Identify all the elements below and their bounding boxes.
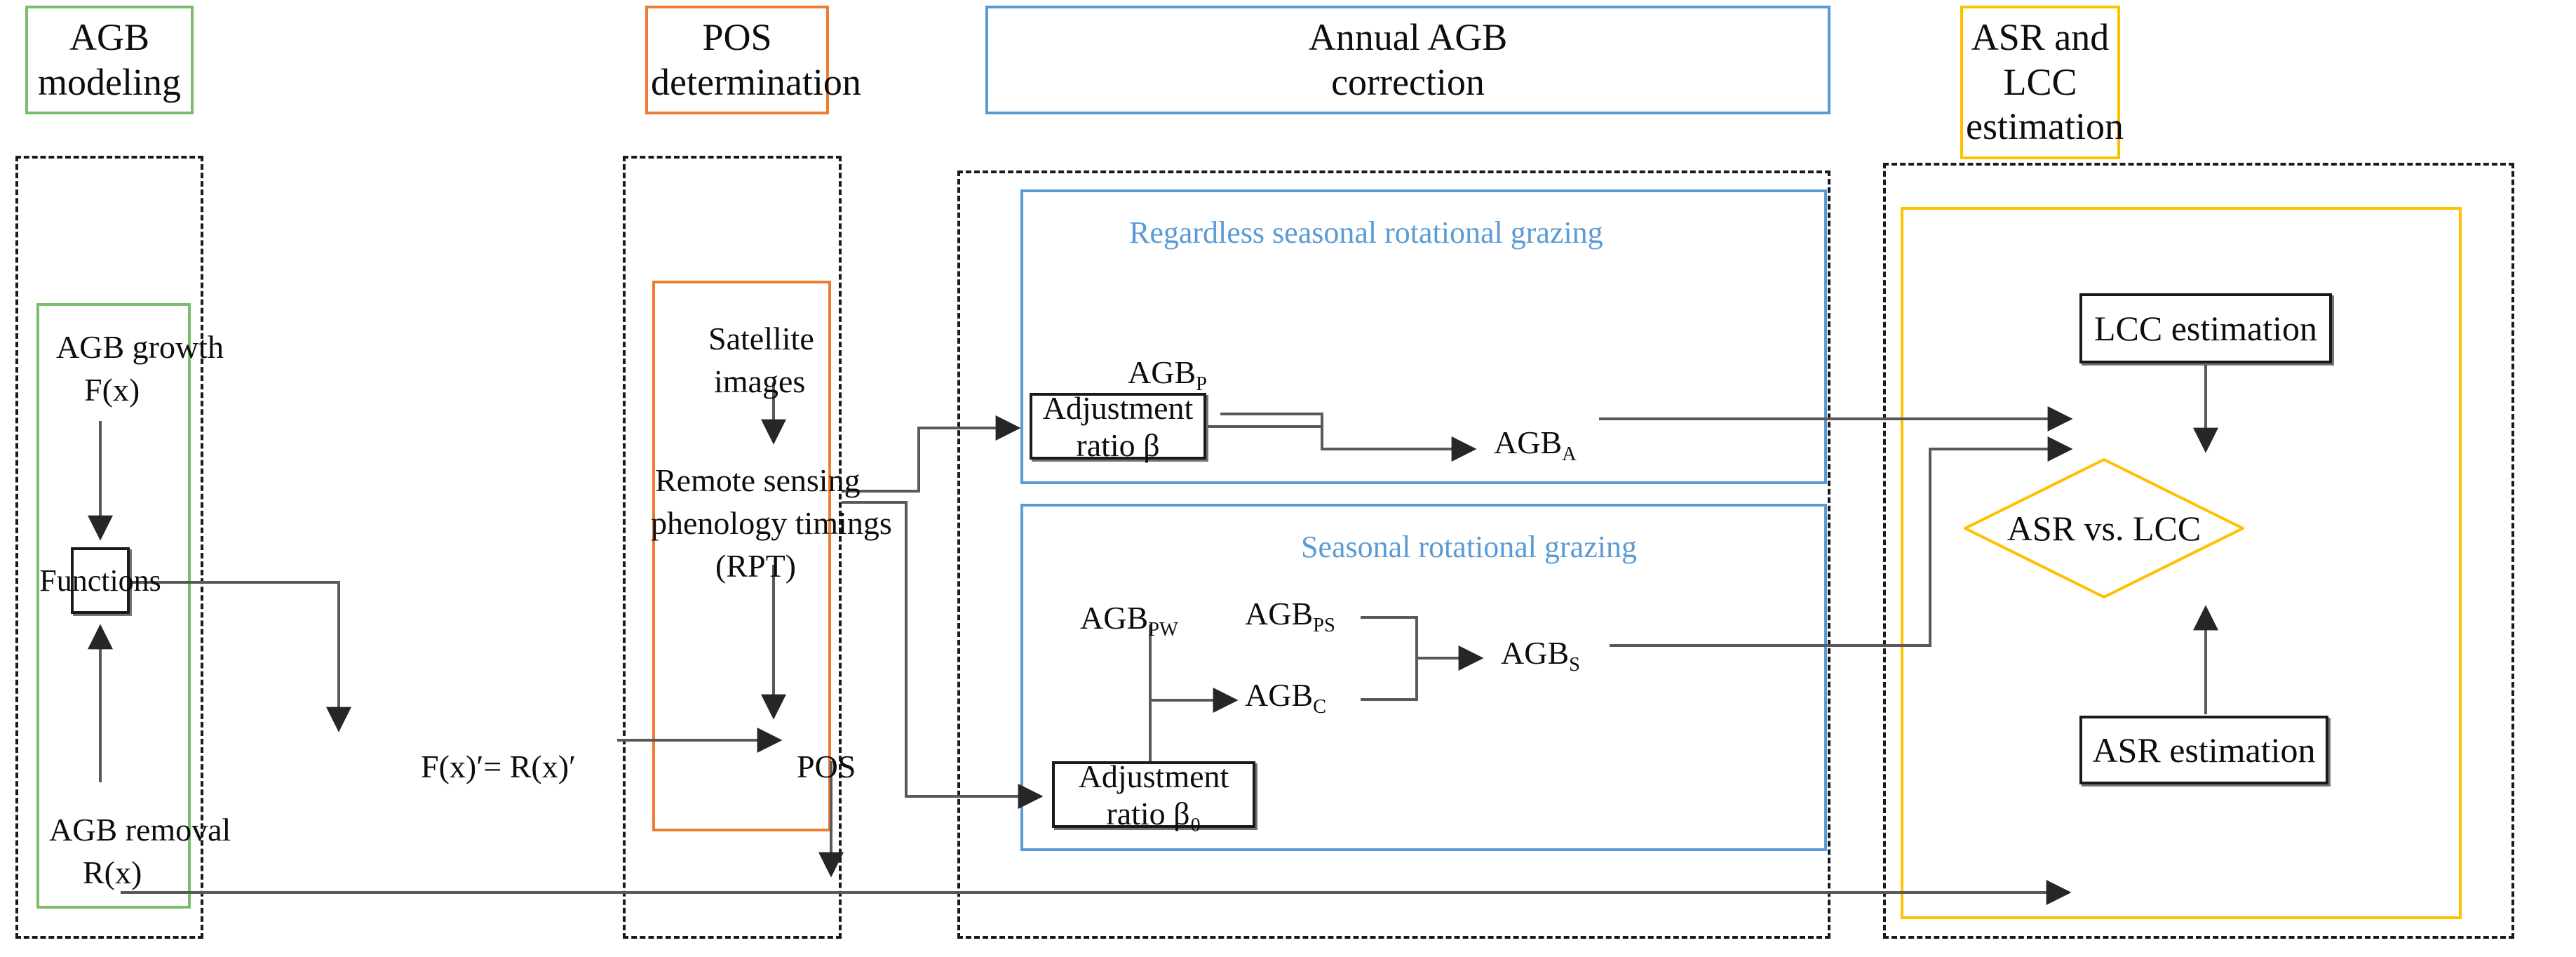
header-line: Annual AGB xyxy=(1308,16,1508,58)
label-agb-pw: AGBPW xyxy=(1080,600,1178,641)
box-adjustment-ratio-beta0[interactable]: Adjustment ratio β₀ xyxy=(1052,758,1255,831)
label-remote-sensing: Remote sensing xyxy=(655,462,861,498)
label-satellite: Satellite xyxy=(708,321,814,356)
label-fx-eq-rx: F(x)′= R(x)′ xyxy=(421,749,576,784)
label-agb-ps: AGBPS xyxy=(1245,596,1335,637)
box-functions[interactable]: Functions xyxy=(39,547,161,614)
diamond-asr-vs-lcc: ASR vs. LCC xyxy=(1962,457,2246,599)
header-line: modeling xyxy=(38,60,181,103)
subscript: PS xyxy=(1313,615,1335,637)
label-agb-c: AGBC xyxy=(1245,677,1327,718)
subscript: A xyxy=(1562,443,1577,466)
subscript: P xyxy=(1196,373,1207,396)
label-agb-a: AGBA xyxy=(1494,424,1577,466)
label-pos: POS xyxy=(797,749,856,784)
box-asr-estimation[interactable]: ASR estimation xyxy=(2079,716,2328,784)
subscript: S xyxy=(1569,654,1580,676)
header-line: AGB xyxy=(69,16,149,58)
label-fx: F(x) xyxy=(84,372,140,408)
header-line: POS xyxy=(702,16,772,58)
diamond-shape xyxy=(1962,457,2246,599)
diamond-label: ASR vs. LCC xyxy=(2007,509,2201,548)
header-line: estimation xyxy=(1966,105,2124,148)
frame-regardless-grazing xyxy=(1020,189,1827,484)
panel-pos-determination xyxy=(623,156,842,939)
label-rx: R(x) xyxy=(83,855,142,890)
label-agb-removal: AGB removal xyxy=(49,812,231,848)
label-agb-growth: AGB growth xyxy=(56,329,224,365)
subscript: C xyxy=(1313,696,1327,718)
header-line: correction xyxy=(1331,60,1485,103)
caption-seasonal-rotational-grazing: Seasonal rotational grazing xyxy=(1301,530,1637,564)
label-images: images xyxy=(714,363,806,399)
panel-agb-modeling xyxy=(15,156,203,939)
label-agb-s: AGBS xyxy=(1501,635,1580,676)
header-line: determination xyxy=(651,60,861,103)
label-phenology-timings: phenology timings xyxy=(651,505,892,541)
label-agb-p: AGBP xyxy=(1128,354,1207,396)
subscript: PW xyxy=(1148,619,1178,641)
header-line: ASR and LCC xyxy=(1971,16,2110,103)
label-rpt: (RPT) xyxy=(715,548,796,584)
box-adjustment-ratio-beta[interactable]: Adjustment ratio β xyxy=(1030,390,1206,463)
box-lcc-estimation[interactable]: LCC estimation xyxy=(2079,293,2332,363)
caption-regardless-seasonal-rotational-grazing: Regardless seasonal rotational grazing xyxy=(1129,215,1603,250)
frame-pos xyxy=(652,281,831,831)
